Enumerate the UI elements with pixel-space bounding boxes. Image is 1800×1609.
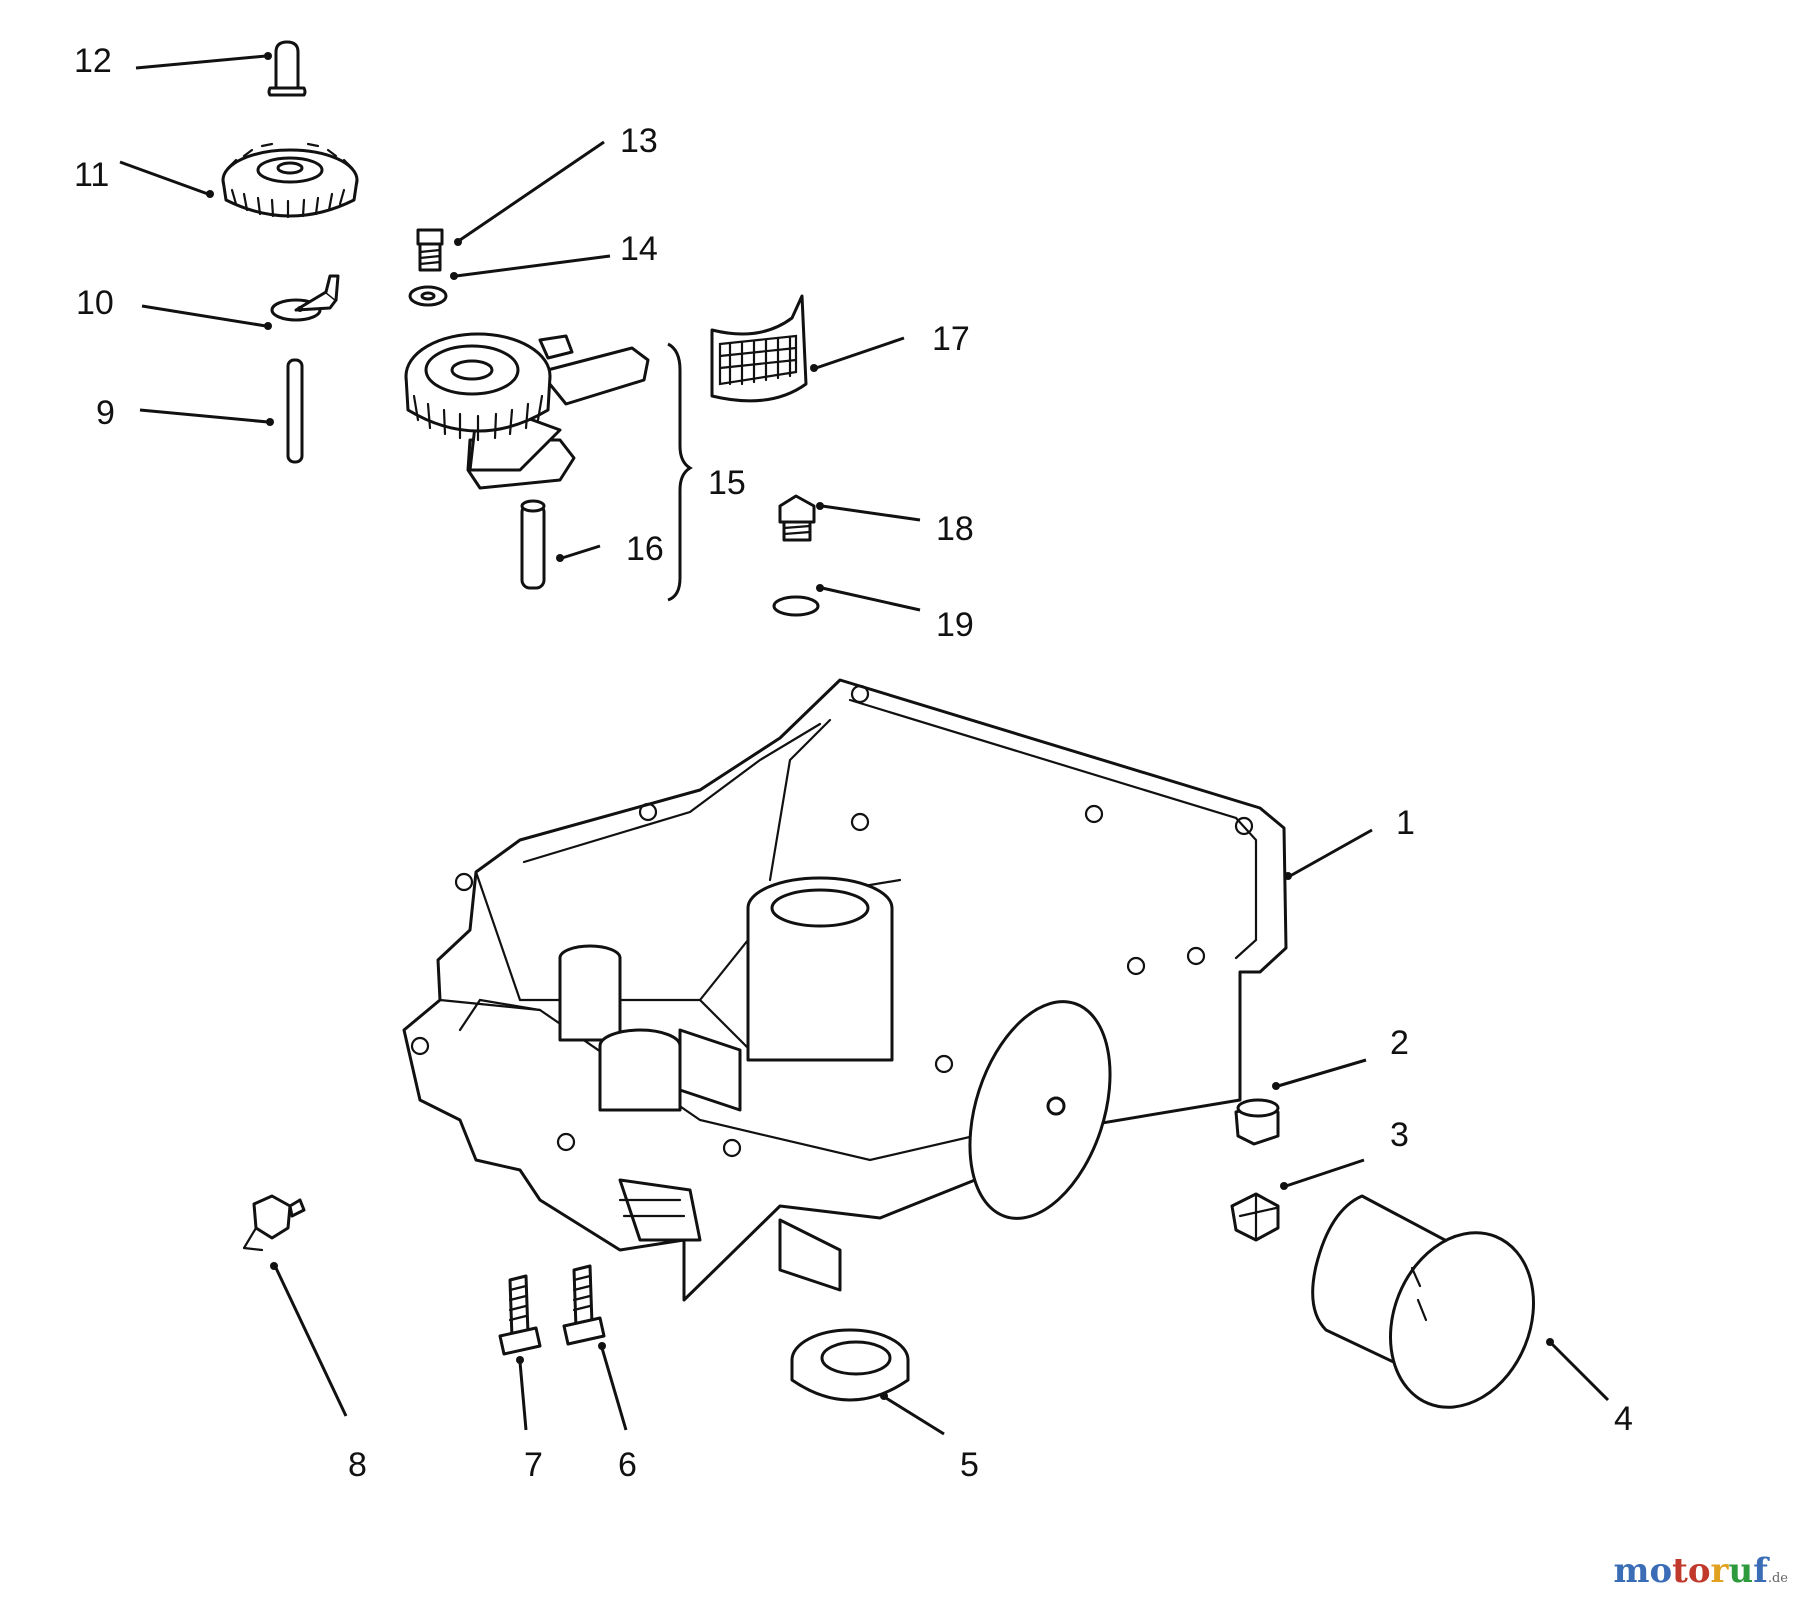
part-16-pin — [520, 499, 546, 590]
watermark-text: motoruf — [1613, 1551, 1767, 1591]
watermark-letter: o — [1649, 1551, 1673, 1591]
label-16: 16 — [626, 530, 664, 568]
part-17-screen — [710, 294, 808, 403]
label-13: 13 — [620, 122, 658, 160]
part-18-plug — [778, 494, 816, 542]
bracket-15 — [667, 342, 693, 602]
part-6-bolt — [562, 1264, 606, 1346]
part-4-oil-filter — [1311, 1194, 1535, 1409]
watermark-suffix: .de — [1767, 1571, 1788, 1586]
label-18: 18 — [936, 510, 974, 548]
label-1: 1 — [1396, 804, 1415, 842]
watermark-letter: u — [1728, 1551, 1754, 1591]
part-10-lever — [270, 274, 340, 322]
label-5: 5 — [960, 1446, 979, 1484]
label-9: 9 — [96, 394, 115, 432]
part-15-oil-pump-assembly — [404, 332, 650, 490]
label-6: 6 — [618, 1446, 637, 1484]
part-8-oil-sensor — [242, 1194, 306, 1252]
part-2-plug — [1234, 1098, 1280, 1146]
watermark-letter: r — [1710, 1551, 1729, 1591]
label-2: 2 — [1390, 1024, 1409, 1062]
watermark-logo: motoruf.de — [1613, 1551, 1788, 1591]
part-12-cap — [267, 40, 307, 97]
part-7-bolt — [498, 1274, 542, 1356]
label-17: 17 — [932, 320, 970, 358]
part-9-pin — [286, 358, 304, 464]
watermark-letter: m — [1613, 1551, 1650, 1591]
label-11: 11 — [74, 156, 109, 194]
part-5-oil-seal — [790, 1328, 910, 1402]
part-labels: 1 2 3 4 5 6 7 8 9 10 11 12 13 14 15 16 1… — [74, 42, 1633, 1484]
part-19-o-ring — [772, 595, 820, 617]
label-7: 7 — [524, 1446, 543, 1484]
leader-lines — [119, 52, 1610, 1436]
part-14-washer — [408, 285, 448, 307]
watermark-letter: o — [1687, 1551, 1711, 1591]
part-11-gear — [221, 142, 359, 219]
watermark-letter: t — [1672, 1551, 1688, 1591]
label-19: 19 — [936, 606, 974, 644]
part-1-oil-pan — [402, 678, 1288, 1302]
watermark-letter: f — [1753, 1551, 1768, 1591]
label-14: 14 — [620, 230, 658, 268]
label-10: 10 — [76, 284, 114, 322]
label-15: 15 — [708, 464, 746, 502]
part-3-plug — [1230, 1192, 1280, 1242]
label-3: 3 — [1390, 1116, 1409, 1154]
label-4: 4 — [1614, 1400, 1633, 1438]
part-13-screw — [416, 228, 444, 272]
label-12: 12 — [74, 42, 112, 80]
label-8: 8 — [348, 1446, 367, 1484]
